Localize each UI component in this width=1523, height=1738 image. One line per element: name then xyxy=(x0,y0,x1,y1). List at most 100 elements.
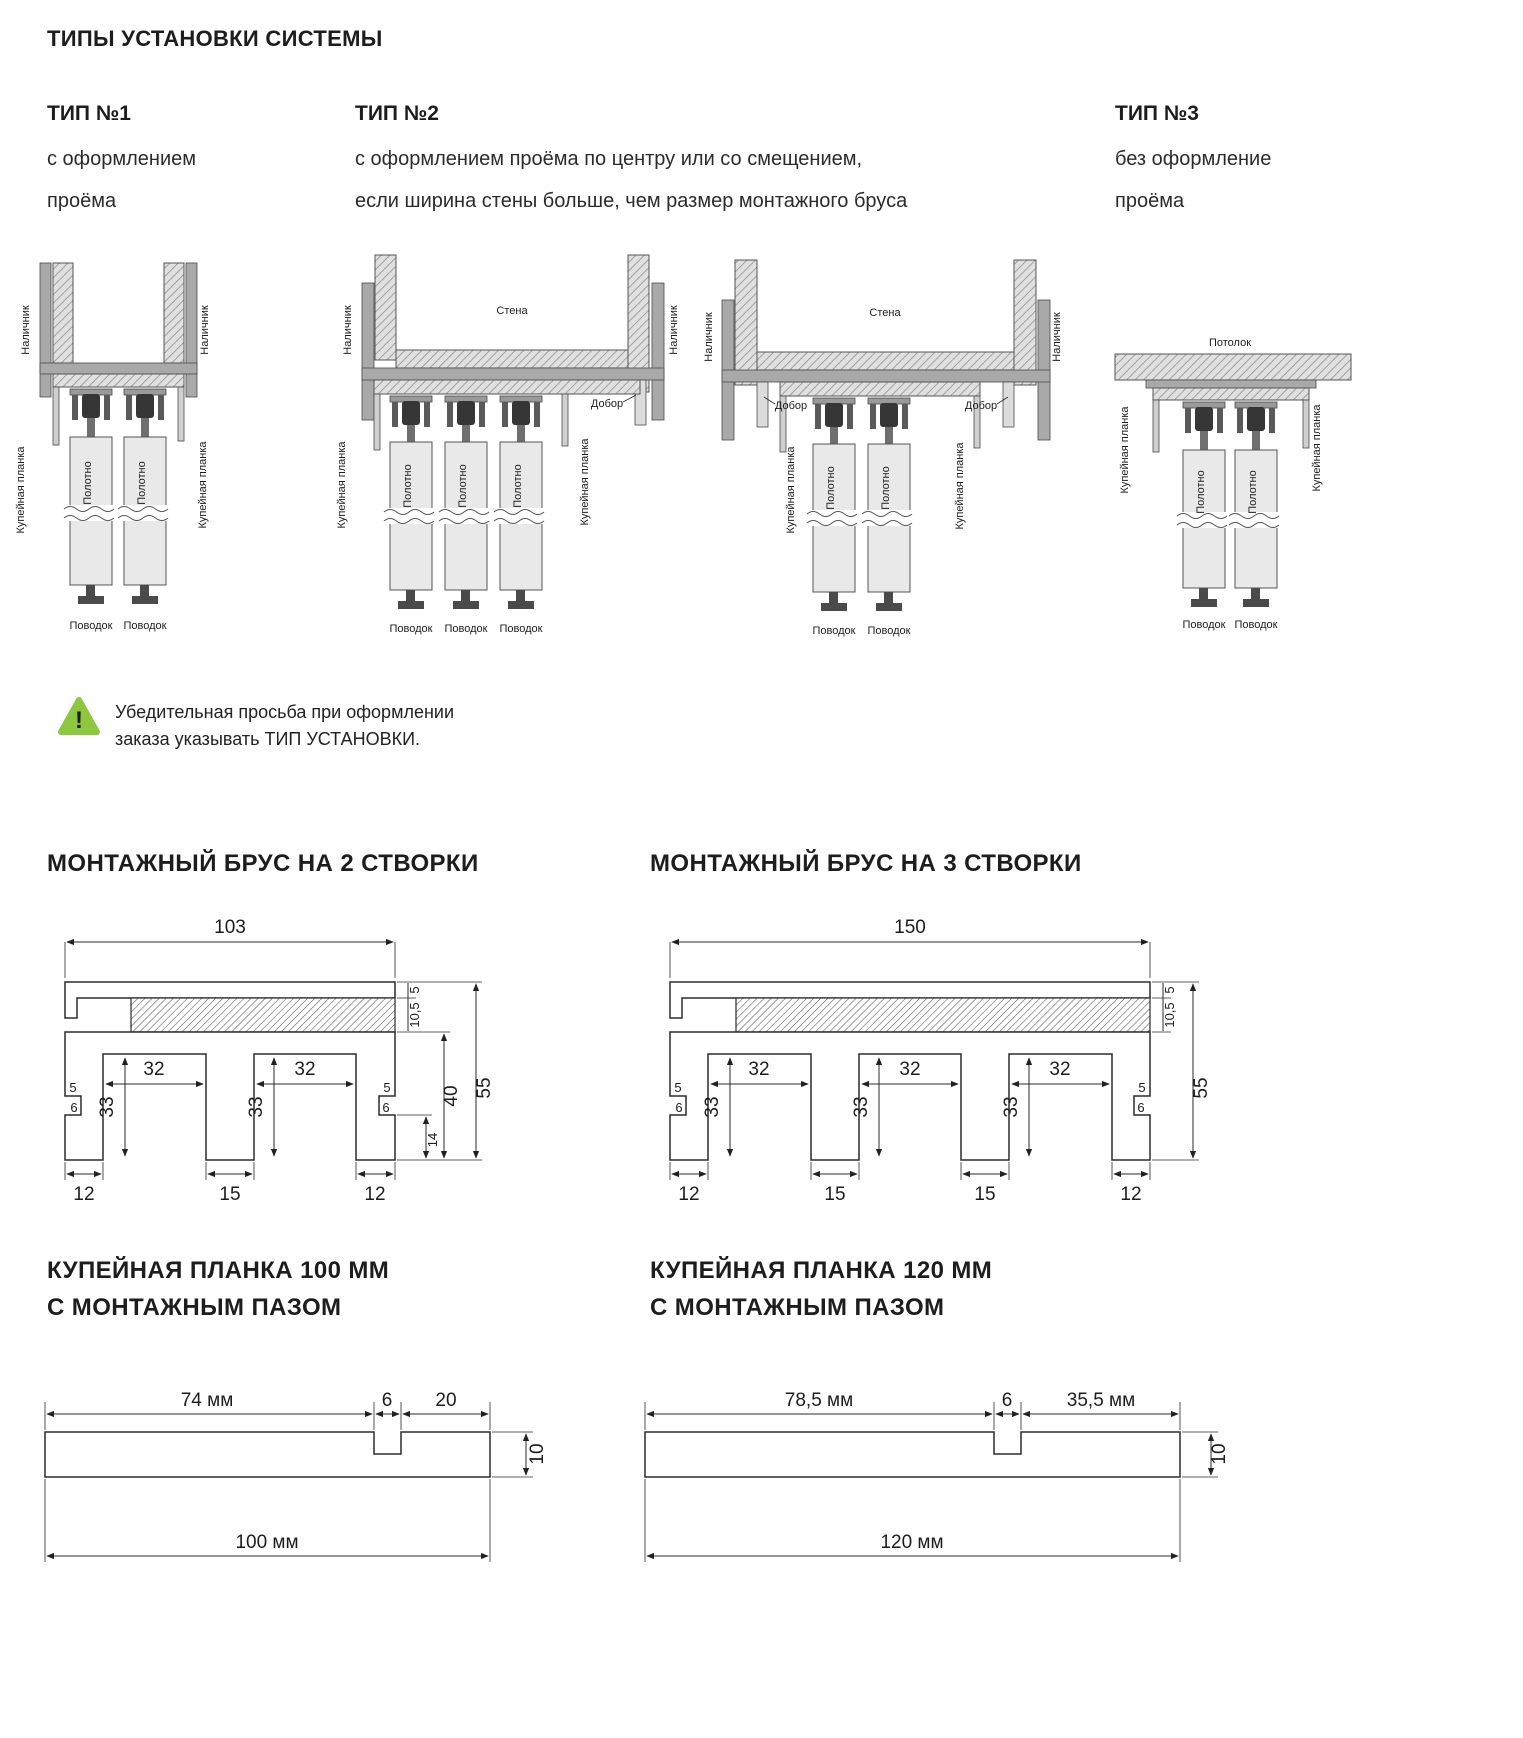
tooth-width-dims: 12 15 12 xyxy=(64,1162,396,1205)
dobor-board-right xyxy=(1002,381,1015,428)
type1-desc-line1: с оформлением xyxy=(47,148,197,170)
svg-text:5: 5 xyxy=(1162,986,1177,993)
povodok-label: Поводок xyxy=(70,620,113,632)
type3-title: ТИП №3 xyxy=(1115,102,1199,125)
planka-label: Купейная планка xyxy=(785,446,797,534)
svg-text:6: 6 xyxy=(1137,1100,1144,1115)
svg-text:10: 10 xyxy=(1209,1443,1230,1464)
planka-strip-hatched xyxy=(130,997,396,1033)
nalichnik-label: Наличник xyxy=(20,305,32,355)
svg-text:40: 40 xyxy=(441,1085,462,1106)
strip-profile xyxy=(644,1431,1181,1478)
povodok-handle xyxy=(1243,588,1269,607)
strip120-title: КУПЕЙНАЯ ПЛАНКА 120 ММ С МОНТАЖНЫМ ПАЗОМ xyxy=(650,1252,992,1326)
svg-text:15: 15 xyxy=(219,1184,240,1205)
planka-label: Купейная планка xyxy=(1311,404,1323,492)
diagram-type1: Полотно Полотно Наличник Наличник Купейн… xyxy=(15,262,211,632)
povodok-label: Поводок xyxy=(124,620,167,632)
svg-text:5: 5 xyxy=(674,1080,681,1095)
top-plate xyxy=(669,981,1151,1019)
povodok-handle xyxy=(1191,588,1217,607)
polotno-label: Полотно xyxy=(136,461,148,504)
svg-text:103: 103 xyxy=(214,917,246,938)
planka-strip-hatched xyxy=(735,997,1151,1033)
mounting-beam-strip xyxy=(373,379,641,395)
bottom-dim: 120 мм xyxy=(644,1479,1181,1562)
polotno-label: Полотно xyxy=(1195,470,1207,513)
svg-text:33: 33 xyxy=(851,1096,872,1117)
planka-label: Купейная планка xyxy=(336,441,348,529)
planka-label: Купейная планка xyxy=(954,442,966,530)
polotno-label: Полотно xyxy=(457,464,469,507)
tooth-width-dims: 12 15 15 12 xyxy=(669,1162,1151,1205)
type3-header: ТИП №3 без оформление проёма xyxy=(1115,102,1415,222)
planka-bar-right xyxy=(973,395,981,449)
polotno-label: Полотно xyxy=(825,466,837,509)
height-dim: 10 xyxy=(1182,1431,1230,1478)
svg-text:120 мм: 120 мм xyxy=(880,1532,943,1553)
groove-depth-dims: 33 33 xyxy=(97,1057,278,1157)
svg-text:5: 5 xyxy=(383,1080,390,1095)
top-dims: 78,5 мм 6 35,5 мм xyxy=(644,1390,1181,1430)
nalichnik-label: Наличник xyxy=(1051,312,1063,362)
polotno-label: Полотно xyxy=(402,464,414,507)
povodok-label: Поводок xyxy=(500,623,543,635)
mounting-beam-strip xyxy=(52,373,185,388)
polotno-label: Полотно xyxy=(82,461,94,504)
door-panel: Полотно xyxy=(438,441,491,591)
door-panel: Полотно xyxy=(806,443,859,593)
svg-text:20: 20 xyxy=(435,1390,456,1411)
svg-text:15: 15 xyxy=(974,1184,995,1205)
svg-text:32: 32 xyxy=(899,1059,920,1080)
nalichnik-label: Наличник xyxy=(668,305,680,355)
door-panel: Полотно xyxy=(117,436,170,586)
type2-desc-line2: если ширина стены больше, чем размер мон… xyxy=(355,190,908,212)
svg-text:33: 33 xyxy=(97,1096,118,1117)
type3-desc-line2: проёма xyxy=(1115,190,1185,212)
svg-text:12: 12 xyxy=(1120,1184,1141,1205)
svg-text:33: 33 xyxy=(246,1096,267,1117)
svg-text:6: 6 xyxy=(70,1100,77,1115)
svg-text:32: 32 xyxy=(294,1059,315,1080)
warning-mark: ! xyxy=(75,707,83,734)
architrave-top xyxy=(361,367,665,381)
architrave-right xyxy=(185,262,198,398)
roller-assembly xyxy=(123,388,167,437)
mounting-beam-strip xyxy=(779,381,981,397)
type2-title: ТИП №2 xyxy=(355,102,439,125)
svg-text:12: 12 xyxy=(73,1184,94,1205)
strip-profile xyxy=(44,1431,491,1478)
warning-line2: заказа указывать ТИП УСТАНОВКИ. xyxy=(115,729,421,749)
povodok-label: Поводок xyxy=(1235,619,1278,631)
povodok-handle xyxy=(821,592,847,611)
svg-text:32: 32 xyxy=(748,1059,769,1080)
architrave-top xyxy=(39,362,198,375)
svg-text:6: 6 xyxy=(382,1100,389,1115)
svg-text:10: 10 xyxy=(527,1443,548,1464)
strip120-title-line2: С МОНТАЖНЫМ ПАЗОМ xyxy=(650,1294,945,1321)
planka-bar-left xyxy=(779,395,787,453)
povodok-handle xyxy=(508,590,534,609)
svg-text:12: 12 xyxy=(364,1184,385,1205)
type2-desc-line1: с оформлением проёма по центру или со см… xyxy=(355,148,863,170)
planka-bar-left xyxy=(1152,399,1160,453)
roller-assembly xyxy=(444,395,488,444)
door-panel: Полотно xyxy=(1176,449,1229,589)
warning-text: Убедительная просьба при оформлении зака… xyxy=(115,699,454,753)
planka-label: Купейная планка xyxy=(1119,406,1131,494)
nalichnik-label: Наличник xyxy=(703,312,715,362)
povodok-handle xyxy=(132,585,158,604)
povodok-handle xyxy=(453,590,479,609)
diagram-type2-center: Стена Полотно Полотно Полотно Добор Нали xyxy=(336,254,680,635)
warning-icon: ! xyxy=(58,697,100,735)
beam2-title: МОНТАЖНЫЙ БРУС НА 2 СТВОРКИ xyxy=(47,850,479,877)
povodok-handle xyxy=(78,585,104,604)
dobor-label: Добор xyxy=(775,400,807,412)
potolok-label: Потолок xyxy=(1209,337,1251,349)
type1-desc-line2: проёма xyxy=(47,190,117,212)
strip120-title-line1: КУПЕЙНАЯ ПЛАНКА 120 ММ xyxy=(650,1257,993,1284)
svg-text:32: 32 xyxy=(1049,1059,1070,1080)
warning-triangle xyxy=(58,697,100,735)
type1-header: ТИП №1 с оформлением проёма xyxy=(47,102,327,222)
dobor-board-left xyxy=(756,381,769,428)
